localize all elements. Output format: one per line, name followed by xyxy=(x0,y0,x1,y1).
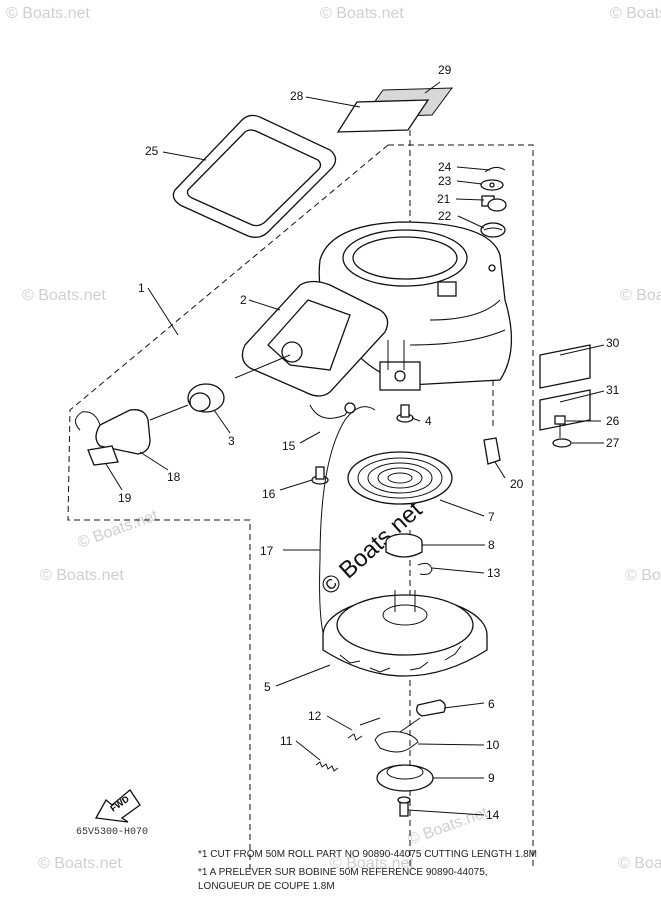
part-14-bolt xyxy=(397,796,411,817)
part-17-rope xyxy=(319,406,376,641)
callout-labels: 29 28 25 24 23 21 22 1 2 30 31 26 27 4 3… xyxy=(118,63,620,822)
callout-12: 12 xyxy=(308,709,322,723)
watermark: © Boats.net xyxy=(40,567,124,584)
part-8-bushing xyxy=(385,533,423,558)
callout-4: 4 xyxy=(425,414,432,428)
callout-25: 25 xyxy=(145,144,159,158)
part-3-shaft xyxy=(149,354,291,421)
part-2-handle-holder xyxy=(241,280,389,397)
watermark: © Boats.net xyxy=(38,855,122,872)
part-10-wire-clip xyxy=(359,717,421,753)
callout-6: 6 xyxy=(488,697,495,711)
part-30-31-labels xyxy=(539,344,591,431)
dashed-boundary xyxy=(388,144,534,870)
footnote-line-2: *1 A PRELEVER SUR BOBINE 50M REFERENCE 9… xyxy=(198,867,488,878)
watermark: © Boats.net xyxy=(330,855,414,872)
callout-17: 17 xyxy=(260,544,274,558)
watermark: © Boats.net xyxy=(76,507,161,552)
drawing-code: 65V5300-H070 xyxy=(76,827,148,838)
small-hardware xyxy=(480,166,507,238)
part-26-27-bolt-washer xyxy=(552,415,572,448)
part-5-drum xyxy=(322,590,488,677)
callout-14: 14 xyxy=(486,808,500,822)
callout-18: 18 xyxy=(167,470,181,484)
callout-21: 21 xyxy=(437,192,451,206)
footnote-line-3: LONGUEUR DE COUPE 1.8M xyxy=(198,881,335,892)
callout-28: 28 xyxy=(290,89,304,103)
callout-15: 15 xyxy=(282,439,296,453)
callout-22: 22 xyxy=(438,209,452,223)
callout-23: 23 xyxy=(438,174,452,188)
part-25-grommet xyxy=(172,114,337,238)
fwd-arrow: FWD xyxy=(94,789,141,823)
footnote-line-1: *1 CUT FROM 50M ROLL PART NO 90890-44075… xyxy=(198,849,537,860)
part-7-spring xyxy=(347,451,453,505)
part-15-tube xyxy=(309,402,356,419)
callout-20: 20 xyxy=(510,477,524,491)
callout-9: 9 xyxy=(488,771,495,785)
callout-2: 2 xyxy=(240,293,247,307)
watermark: © Boats.net xyxy=(22,287,106,304)
footnotes: *1 CUT FROM 50M ROLL PART NO 90890-44075… xyxy=(198,849,537,892)
callout-29: 29 xyxy=(438,63,452,77)
part-13-clip xyxy=(417,562,433,575)
watermark: © Boats.net xyxy=(625,567,661,584)
callout-16: 16 xyxy=(262,487,276,501)
callout-27: 27 xyxy=(606,436,620,450)
callout-24: 24 xyxy=(438,160,452,174)
callout-5: 5 xyxy=(264,680,271,694)
watermark: © Boats.net xyxy=(618,855,661,872)
part-20-bracket xyxy=(483,437,501,465)
callout-7: 7 xyxy=(488,510,495,524)
watermark: © Boats.net xyxy=(610,5,661,22)
callout-11: 11 xyxy=(280,734,293,748)
leader-lines xyxy=(105,81,605,816)
callout-3: 3 xyxy=(228,434,235,448)
callout-10: 10 xyxy=(486,738,500,752)
part-6-pawl xyxy=(416,699,446,717)
part-11-12-springs xyxy=(315,733,363,772)
part-28-29-labels xyxy=(336,87,454,133)
watermark: © Boats.net xyxy=(620,287,661,304)
callout-30: 30 xyxy=(606,336,620,350)
watermark: © Boats.net xyxy=(320,5,404,22)
watermark: © Boats.net xyxy=(6,5,90,22)
dashed-boundary xyxy=(67,144,389,870)
callout-26: 26 xyxy=(606,414,620,428)
callout-19: 19 xyxy=(118,491,132,505)
callout-8: 8 xyxy=(488,538,495,552)
callout-1: 1 xyxy=(138,281,145,295)
callout-31: 31 xyxy=(606,383,620,397)
part-18-handle xyxy=(75,409,151,466)
callout-13: 13 xyxy=(487,566,501,580)
part-9-plate xyxy=(376,764,434,792)
